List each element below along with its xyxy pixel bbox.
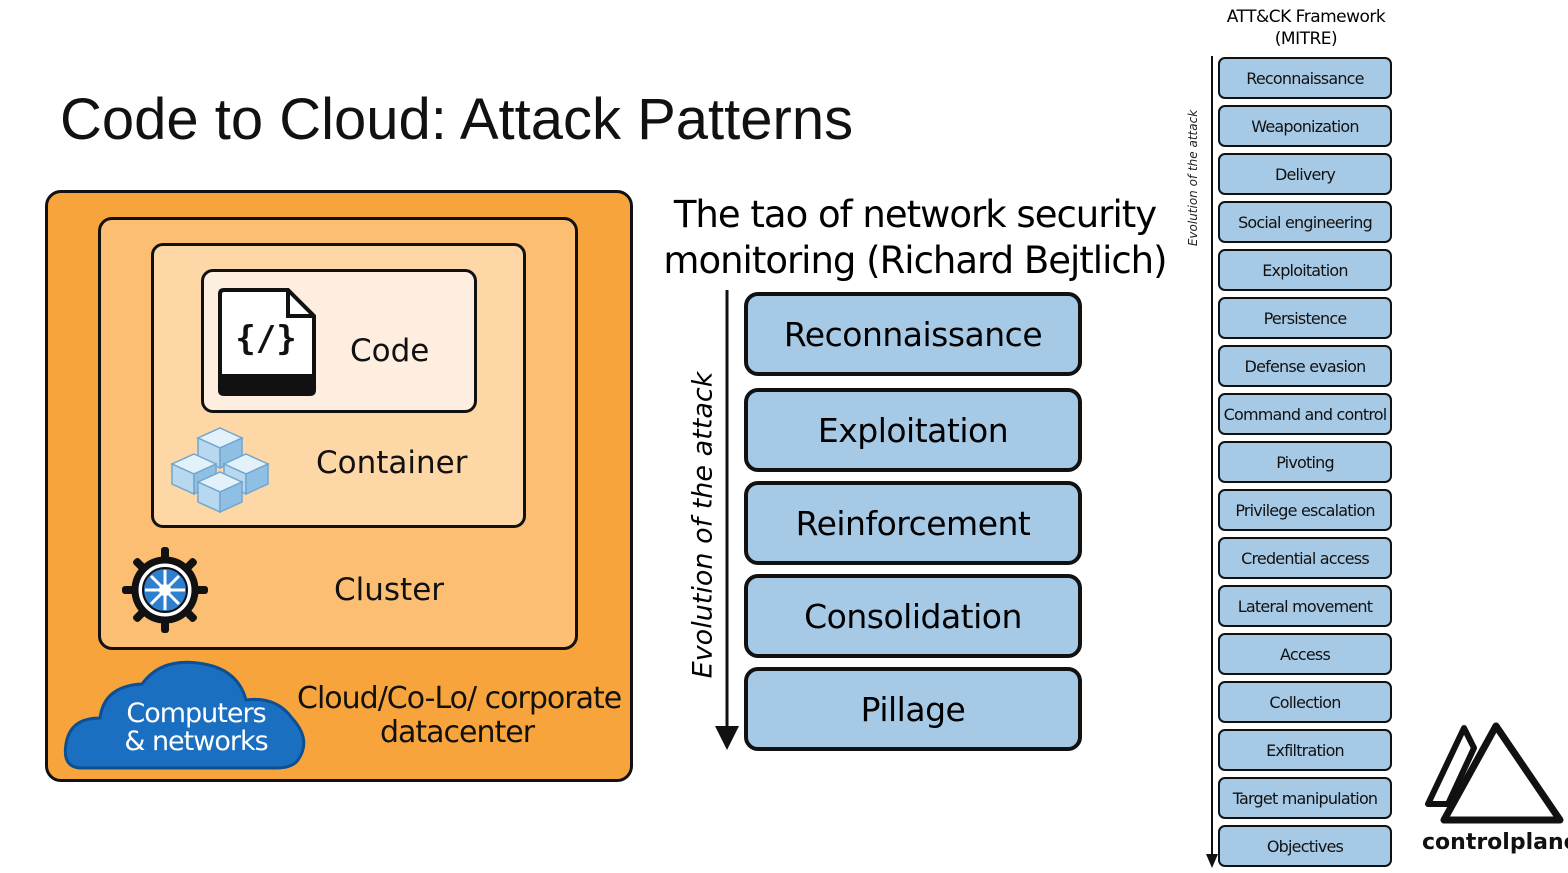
tao-title-line1: The tao of network security bbox=[673, 193, 1157, 236]
mitre-stage: Command and control bbox=[1218, 393, 1392, 435]
cluster-label: Cluster bbox=[334, 572, 445, 608]
mitre-stage: Exploitation bbox=[1218, 249, 1392, 291]
tao-stage: Consolidation bbox=[744, 574, 1082, 658]
mitre-title: ATT&CK Framework (MITRE) bbox=[1208, 6, 1404, 50]
datacenter-label-line1: Cloud/Co-Lo/ corporate bbox=[297, 681, 622, 716]
mitre-stage: Objectives bbox=[1218, 825, 1392, 867]
tao-title-line2: monitoring (Richard Bejtlich) bbox=[663, 239, 1167, 282]
code-glyph: {/} bbox=[235, 319, 296, 359]
slide-title: Code to Cloud: Attack Patterns bbox=[60, 87, 854, 152]
mitre-evolution-arrow bbox=[1206, 56, 1218, 868]
mitre-stage: Target manipulation bbox=[1218, 777, 1392, 819]
tao-stage: Exploitation bbox=[744, 388, 1082, 472]
tao-stage: Pillage bbox=[744, 667, 1082, 751]
mitre-stage: Access bbox=[1218, 633, 1392, 675]
controlplane-logo-icon bbox=[1425, 722, 1564, 824]
mitre-stage: Defense evasion bbox=[1218, 345, 1392, 387]
mitre-stage: Reconnaissance bbox=[1218, 57, 1392, 99]
cloud-label-line2: & networks bbox=[124, 726, 268, 757]
tao-title: The tao of network security monitoring (… bbox=[660, 192, 1170, 284]
cloud-label-line1: Computers bbox=[126, 698, 266, 729]
brand-name: controlplane bbox=[1422, 830, 1568, 855]
cloud-icon bbox=[63, 660, 306, 770]
tao-axis-label: Evolution of the attack bbox=[687, 371, 719, 679]
mitre-stage: Privilege escalation bbox=[1218, 489, 1392, 531]
mitre-title-line2: (MITRE) bbox=[1274, 29, 1338, 49]
container-cubes-icon bbox=[170, 427, 270, 514]
mitre-stage: Social engineering bbox=[1218, 201, 1392, 243]
mitre-stage: Delivery bbox=[1218, 153, 1392, 195]
datacenter-label-line2: datacenter bbox=[379, 715, 535, 750]
mitre-stage: Lateral movement bbox=[1218, 585, 1392, 627]
mitre-stage: Weaponization bbox=[1218, 105, 1392, 147]
code-file-icon: {/} bbox=[218, 288, 316, 396]
mitre-stage: Exfiltration bbox=[1218, 729, 1392, 771]
helm-wheel-icon bbox=[122, 547, 208, 633]
mitre-stage: Credential access bbox=[1218, 537, 1392, 579]
mitre-stage: Pivoting bbox=[1218, 441, 1392, 483]
mitre-stage: Collection bbox=[1218, 681, 1392, 723]
code-label: Code bbox=[350, 333, 430, 369]
datacenter-label: Cloud/Co-Lo/ corporate datacenter bbox=[297, 681, 622, 750]
tao-stage: Reinforcement bbox=[744, 481, 1082, 565]
mitre-stage: Persistence bbox=[1218, 297, 1392, 339]
container-label: Container bbox=[316, 445, 468, 481]
tao-evolution-arrow bbox=[715, 290, 739, 750]
tao-stage: Reconnaissance bbox=[744, 292, 1082, 376]
computers-networks-label: Computers & networks bbox=[68, 700, 324, 756]
mitre-title-line1: ATT&CK Framework bbox=[1226, 7, 1386, 27]
mitre-axis-label: Evolution of the attack bbox=[1186, 109, 1200, 247]
